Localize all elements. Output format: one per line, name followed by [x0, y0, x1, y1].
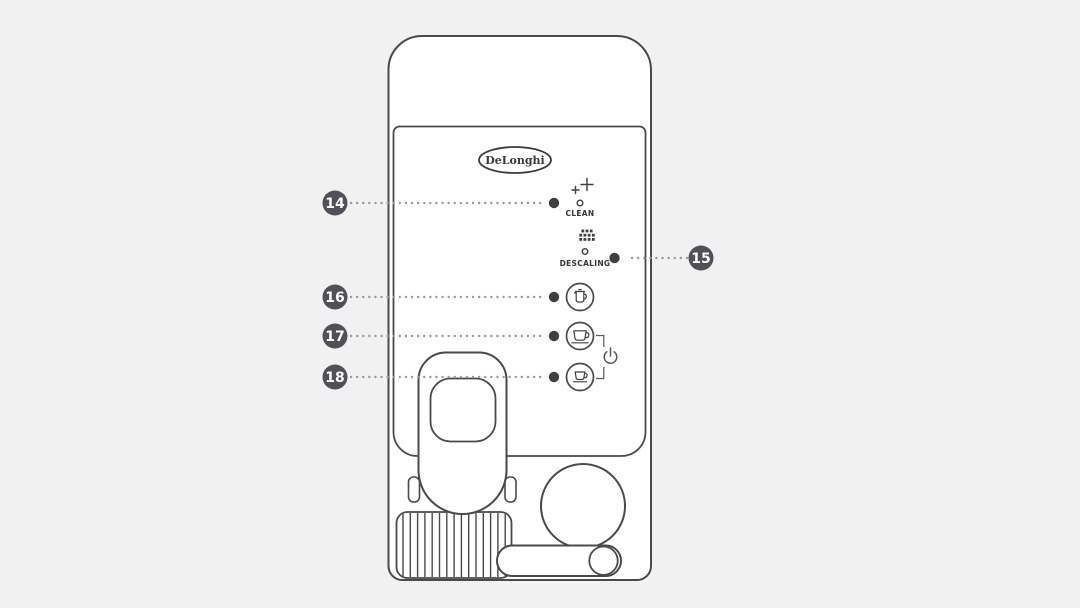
leader-dot-18: [548, 371, 560, 383]
control-panel-outline: [392, 125, 647, 457]
wand-knob: [588, 545, 619, 576]
callout-end-dots: [548, 197, 620, 383]
wand-tube: [496, 544, 622, 577]
callout-markers: 14 15 16 17 18: [322, 190, 714, 390]
leader-dot-17: [548, 330, 560, 342]
callout-number-14: 14: [325, 196, 345, 212]
milk-frother-icon: [574, 289, 587, 303]
milk-frother-button: [565, 282, 595, 312]
clean-label: CLEAN: [566, 209, 595, 218]
large-cup-icon: [571, 330, 590, 344]
clean-led: [576, 199, 584, 207]
leader-dot-14: [548, 197, 560, 209]
power-bracket-top: [596, 334, 605, 347]
callout-marker-14: 14: [322, 190, 348, 216]
power-bracket-bottom: [596, 367, 605, 380]
callout-marker-16: 16: [322, 284, 348, 310]
callout-leaders: [349, 201, 689, 379]
drip-tray-grill: [402, 513, 506, 577]
brand-logo-text: DeLonghi: [485, 154, 544, 167]
callout-marker-15: 15: [688, 245, 714, 271]
callout-number-17: 17: [325, 329, 344, 345]
callout-number-18: 18: [325, 370, 344, 386]
sparkle-icon: [571, 177, 594, 195]
clean-indicator: CLEAN: [566, 177, 595, 218]
callout-marker-18: 18: [322, 364, 348, 390]
large-cup-button: [565, 321, 595, 351]
drip-tray: [395, 511, 513, 579]
cup-holder-circle: [540, 463, 626, 549]
leader-dot-16: [548, 291, 560, 303]
limescale-icon: [579, 229, 595, 241]
small-cup-icon: [573, 371, 588, 383]
power-standby-icon: [603, 347, 618, 365]
callout-marker-17: 17: [322, 323, 348, 349]
power-group: [596, 334, 618, 380]
jug-outline: [417, 351, 508, 516]
callout-number-16: 16: [325, 290, 344, 306]
leader-dot-15: [609, 252, 620, 264]
callout-number-15: 15: [691, 251, 710, 267]
small-cup-button: [565, 362, 595, 392]
jug-right-tab: [504, 476, 517, 503]
steam-wand: [496, 544, 622, 577]
descaling-led: [581, 247, 589, 255]
jug-left-tab: [407, 476, 421, 503]
jug-lid-opening: [429, 377, 497, 443]
brand-logo: DeLonghi: [478, 146, 552, 174]
milk-jug: [407, 351, 517, 516]
descaling-indicator: DESCALING: [560, 229, 611, 268]
descaling-label: DESCALING: [560, 259, 611, 268]
